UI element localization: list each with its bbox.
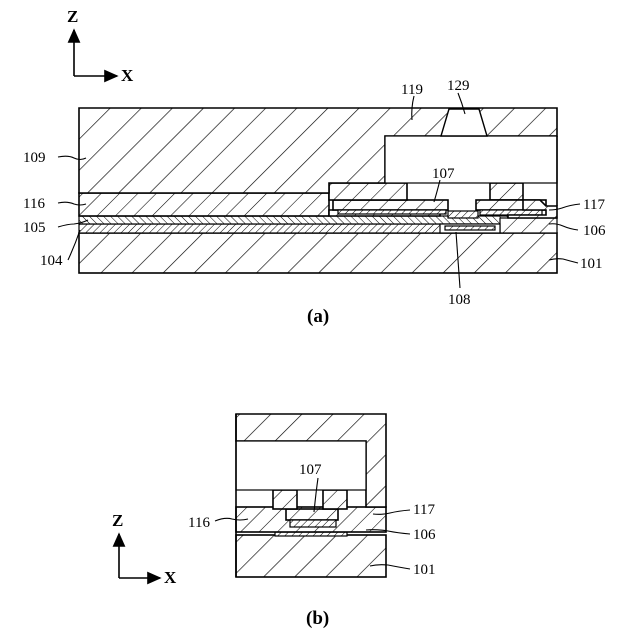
layer-108-strip bbox=[445, 226, 495, 230]
ref-108: 108 bbox=[448, 292, 471, 308]
ref-104: 104 bbox=[40, 253, 63, 269]
substrate-101 bbox=[79, 233, 557, 273]
ref-116: 116 bbox=[23, 196, 45, 212]
ref-129: 129 bbox=[447, 78, 470, 94]
ref-106: 106 bbox=[583, 223, 606, 239]
layer-104 bbox=[79, 224, 499, 233]
element-107-fine bbox=[338, 210, 446, 214]
ref-105: 105 bbox=[23, 220, 46, 236]
figure-a: Z X bbox=[23, 7, 606, 327]
x-axis-label: X bbox=[164, 568, 177, 587]
cavity-119 bbox=[385, 136, 557, 183]
electrode-right bbox=[323, 490, 347, 509]
caption-b: (b) bbox=[306, 608, 329, 629]
element-107 bbox=[333, 200, 448, 210]
substrate-101 bbox=[236, 535, 386, 577]
contact-mid bbox=[448, 211, 478, 218]
ref-119: 119 bbox=[401, 82, 423, 98]
ref-117: 117 bbox=[583, 197, 605, 213]
ref-109: 109 bbox=[23, 150, 46, 166]
x-axis-label: X bbox=[121, 66, 134, 85]
element-107-fine bbox=[290, 520, 336, 527]
electrode-left bbox=[273, 490, 297, 509]
ref-101: 101 bbox=[580, 256, 603, 272]
axis-indicator-b: Z X bbox=[112, 511, 177, 587]
ref-117: 117 bbox=[413, 502, 435, 518]
z-axis-label: Z bbox=[67, 7, 78, 26]
ref-106: 106 bbox=[413, 527, 436, 543]
axis-indicator-a: Z X bbox=[67, 7, 134, 85]
electrode-right bbox=[490, 183, 523, 200]
element-107 bbox=[286, 509, 338, 520]
caption-a: (a) bbox=[307, 306, 329, 327]
ref-116: 116 bbox=[188, 515, 210, 531]
opening-129 bbox=[441, 109, 487, 136]
layer-116 bbox=[79, 193, 329, 216]
z-axis-label: Z bbox=[112, 511, 123, 530]
ref-107: 107 bbox=[299, 462, 322, 478]
electrode-left bbox=[329, 183, 407, 200]
ref-101: 101 bbox=[413, 562, 436, 578]
ref-107: 107 bbox=[432, 166, 455, 182]
layer-106 bbox=[500, 218, 557, 233]
figure-b: Z X 107 116 117 106 101 (b) bbox=[112, 414, 436, 629]
